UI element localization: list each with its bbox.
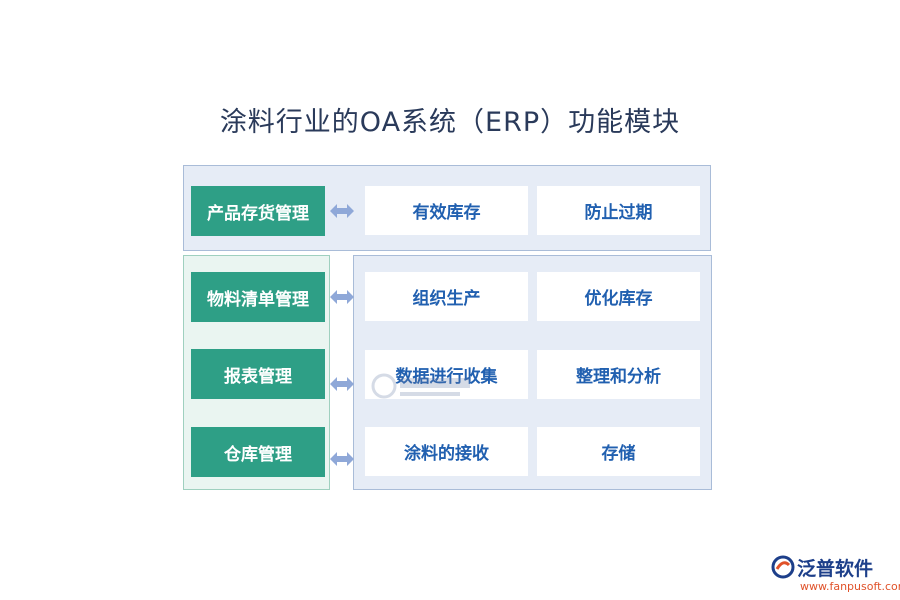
function-storage: 存储 bbox=[537, 427, 700, 476]
function-effective-stock: 有效库存 bbox=[365, 186, 528, 235]
module-product-inventory: 产品存货管理 bbox=[191, 186, 325, 236]
double-arrow-icon bbox=[330, 204, 354, 218]
function-organize-production: 组织生产 bbox=[365, 272, 528, 321]
function-organize-analyze: 整理和分析 bbox=[537, 350, 700, 399]
brand-url: www.fanpusoft.com bbox=[800, 580, 900, 593]
watermark-logo-icon bbox=[371, 373, 470, 399]
double-arrow-icon bbox=[330, 452, 354, 466]
diagram-title: 涂料行业的OA系统（ERP）功能模块 bbox=[219, 107, 681, 138]
module-bom: 物料清单管理 bbox=[191, 272, 325, 322]
function-receive-paint: 涂料的接收 bbox=[365, 427, 528, 476]
module-reports: 报表管理 bbox=[191, 349, 325, 399]
brand-logo-icon bbox=[771, 555, 795, 579]
function-prevent-expiry: 防止过期 bbox=[537, 186, 700, 235]
brand-name: 泛普软件 bbox=[797, 558, 874, 580]
double-arrow-icon bbox=[330, 377, 354, 391]
function-data-collection: 数据进行收集 bbox=[365, 350, 528, 399]
function-optimize-stock: 优化库存 bbox=[537, 272, 700, 321]
module-warehouse: 仓库管理 bbox=[191, 427, 325, 477]
double-arrow-icon bbox=[330, 290, 354, 304]
